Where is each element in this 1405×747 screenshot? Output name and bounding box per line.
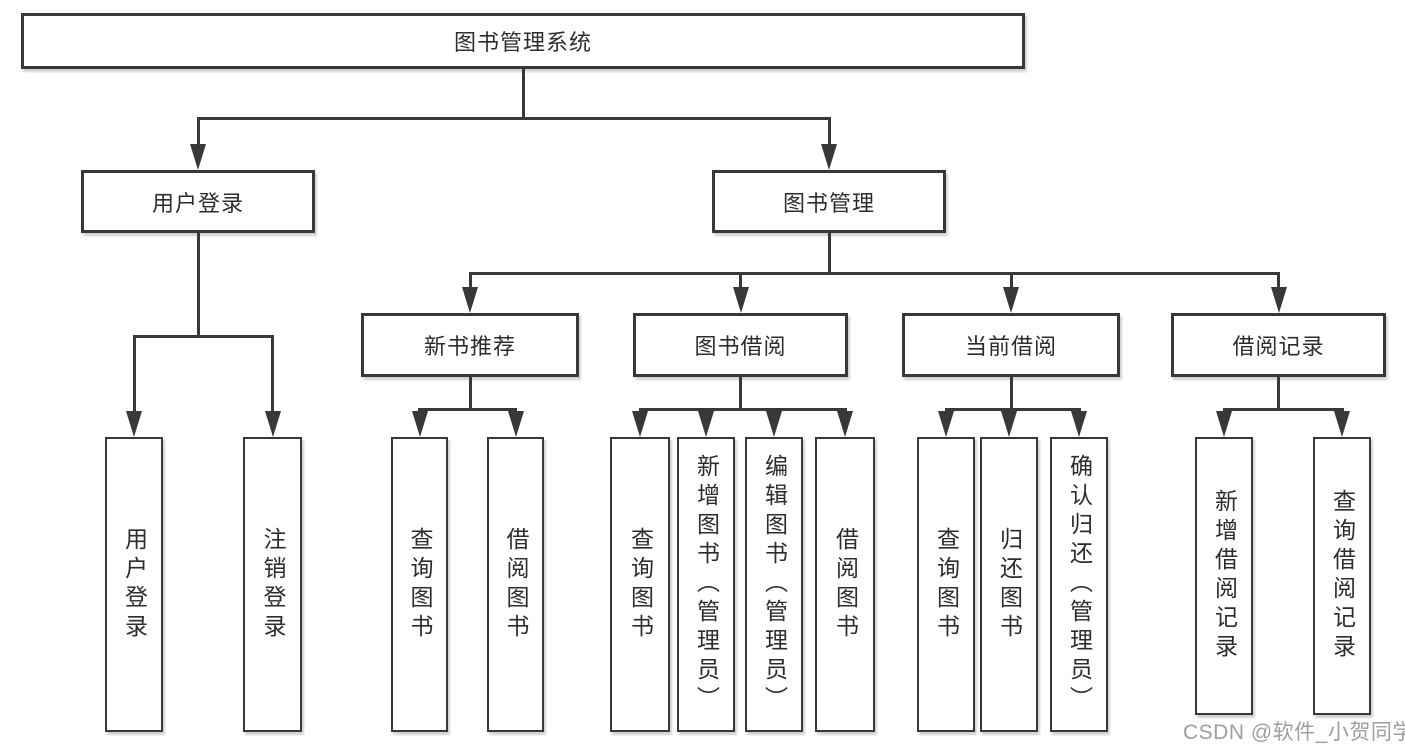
node-leaf-cb-return: 归还图书 — [980, 437, 1038, 732]
connector-stub-book-mgmt — [827, 233, 831, 275]
node-label-book-mgmt: 图书管理 — [782, 190, 875, 216]
connector-bus-current-borrow — [944, 408, 1081, 411]
node-label-leaf-logout: 注销登录 — [260, 526, 286, 643]
arrowhead-leaf-login — [126, 411, 142, 437]
node-label-leaf-nb-query: 查询图书 — [407, 526, 433, 643]
connector-bus-new-book-rec — [418, 408, 517, 411]
node-leaf-logout: 注销登录 — [243, 437, 302, 732]
node-leaf-login: 用户登录 — [105, 437, 163, 732]
node-label-leaf-cb-confirm: 确认归还（管理员） — [1066, 454, 1093, 715]
arrowhead-new-book-rec — [462, 287, 478, 313]
connector-drop-user-login — [196, 117, 200, 152]
arrowhead-leaf-nb-query — [411, 411, 428, 437]
node-label-leaf-cb-query: 查询图书 — [933, 526, 960, 643]
node-label-leaf-cb-return: 归还图书 — [996, 526, 1023, 643]
arrowhead-leaf-nb-borrow — [507, 411, 524, 437]
arrowhead-leaf-br-add — [1216, 411, 1232, 437]
node-book-mgmt: 图书管理 — [712, 170, 946, 233]
node-leaf-bb-edit: 编辑图书（管理员） — [745, 437, 803, 732]
connector-drop-book-mgmt — [827, 117, 831, 152]
arrowhead-leaf-bb-query — [632, 411, 648, 437]
node-label-leaf-bb-add: 新增图书（管理员） — [693, 454, 720, 715]
node-label-leaf-nb-borrow: 借阅图书 — [503, 526, 529, 643]
node-leaf-bb-add: 新增图书（管理员） — [677, 437, 735, 732]
arrowhead-leaf-br-query — [1334, 411, 1350, 437]
connector-drop-book-borrow — [739, 272, 742, 295]
connector-drop-borrow-records — [1277, 272, 1280, 295]
node-current-borrow: 当前借阅 — [902, 313, 1120, 377]
arrowhead-borrow-records — [1270, 287, 1287, 313]
arrowhead-leaf-logout — [264, 411, 281, 437]
node-label-leaf-bb-query: 查询图书 — [627, 526, 654, 643]
arrowhead-leaf-bb-edit — [766, 411, 782, 437]
node-leaf-bb-borrow: 借阅图书 — [815, 437, 875, 732]
arrowhead-leaf-cb-return — [1001, 411, 1017, 437]
connector-bus-user-login — [132, 335, 274, 338]
connector-drop-new-book-rec — [468, 272, 472, 295]
node-borrow-records: 借阅记录 — [1171, 313, 1386, 377]
arrowhead-book-borrow — [732, 287, 749, 313]
node-leaf-bb-query: 查询图书 — [610, 437, 670, 732]
connector-stub-user-login — [196, 233, 200, 338]
node-label-leaf-login: 用户登录 — [121, 526, 148, 643]
node-label-new-book-rec: 新书推荐 — [423, 334, 516, 359]
arrowhead-current-borrow — [1003, 287, 1019, 313]
node-book-borrow: 图书借阅 — [633, 313, 848, 377]
node-label-current-borrow: 当前借阅 — [964, 334, 1057, 359]
node-leaf-nb-query: 查询图书 — [391, 437, 448, 732]
node-leaf-br-add: 新增借阅记录 — [1195, 437, 1253, 715]
node-leaf-cb-confirm: 确认归还（管理员） — [1050, 437, 1108, 732]
connector-stub-book-borrow — [739, 377, 742, 411]
connector-drop-leaf-login — [132, 335, 136, 419]
arrowhead-leaf-bb-add — [698, 411, 714, 437]
connector-stub-new-book-rec — [468, 377, 472, 411]
arrowhead-leaf-bb-borrow — [837, 411, 853, 437]
node-root: 图书管理系统 — [21, 13, 1025, 69]
node-leaf-nb-borrow: 借阅图书 — [487, 437, 544, 732]
connector-drop-current-borrow — [1009, 272, 1013, 295]
connector-stub-borrow-records — [1277, 377, 1280, 411]
arrowhead-book-mgmt — [821, 144, 837, 170]
node-leaf-cb-query: 查询图书 — [917, 437, 975, 732]
arrowhead-leaf-cb-query — [938, 411, 954, 437]
connector-bus-book-mgmt — [468, 272, 1280, 275]
node-label-root: 图书管理系统 — [453, 30, 592, 55]
node-label-book-borrow: 图书借阅 — [694, 334, 787, 359]
arrowhead-user-login — [190, 144, 206, 170]
connector-stub-root — [521, 69, 525, 120]
node-label-borrow-records: 借阅记录 — [1232, 334, 1325, 359]
node-leaf-br-query: 查询借阅记录 — [1313, 437, 1371, 715]
node-user-login: 用户登录 — [81, 170, 315, 233]
node-label-leaf-bb-borrow: 借阅图书 — [832, 526, 859, 643]
node-label-user-login: 用户登录 — [151, 190, 244, 216]
connector-bus-root — [196, 117, 831, 120]
node-label-leaf-bb-edit: 编辑图书（管理员） — [761, 454, 788, 715]
csdn-watermark: CSDN @软件_小贺同学 — [1183, 721, 1405, 744]
node-label-leaf-br-add: 新增借阅记录 — [1211, 489, 1238, 663]
connector-bus-book-borrow — [638, 408, 847, 411]
connector-bus-borrow-records — [1222, 408, 1344, 411]
connector-drop-leaf-logout — [271, 335, 274, 419]
arrowhead-leaf-cb-confirm — [1071, 411, 1087, 437]
node-new-book-rec: 新书推荐 — [361, 313, 579, 377]
connector-stub-current-borrow — [1009, 377, 1013, 411]
node-label-leaf-br-query: 查询借阅记录 — [1329, 489, 1356, 663]
